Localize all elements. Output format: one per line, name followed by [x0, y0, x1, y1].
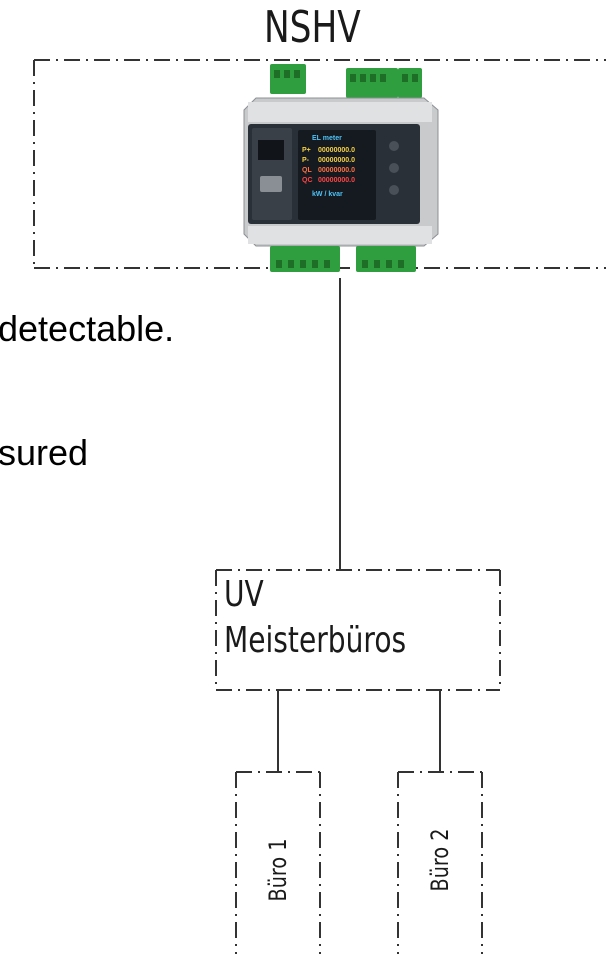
meter-button-2 [389, 163, 399, 173]
meter-units: kW / kvar [312, 191, 343, 198]
text-fragment-sured: sured [0, 432, 88, 474]
energy-meter-device: EL meter P+ 00000000.0 P- 00000000.0 QL … [234, 58, 446, 280]
buero1-label: Büro 1 [264, 839, 292, 902]
meter-row-1-value: 00000000.0 [318, 147, 355, 154]
uv-label-line2: Meisterbüros [224, 620, 406, 661]
uv-label-line1: UV [224, 574, 264, 615]
meter-button-1 [389, 141, 399, 151]
meter-row-1-label: P+ [302, 147, 311, 154]
buero2-label: Büro 2 [426, 829, 454, 892]
meter-display [298, 130, 376, 220]
meter-row-3-label: QL [302, 167, 312, 174]
meter-display-title: EL meter [312, 135, 342, 142]
meter-row-3-value: 00000000.0 [318, 167, 355, 174]
nshv-label: NSHV [264, 2, 361, 53]
usb-port [260, 176, 282, 192]
meter-button-3 [389, 185, 399, 195]
rj45-port [258, 140, 284, 160]
meter-row-4-label: QC [302, 177, 313, 184]
meter-row-4-value: 00000000.0 [318, 177, 355, 184]
meter-row-2-label: P- [302, 157, 310, 164]
text-fragment-detectable: detectable. [0, 308, 174, 350]
top-terminals [270, 64, 422, 98]
bottom-terminals [270, 246, 416, 272]
meter-row-2-value: 00000000.0 [318, 157, 355, 164]
